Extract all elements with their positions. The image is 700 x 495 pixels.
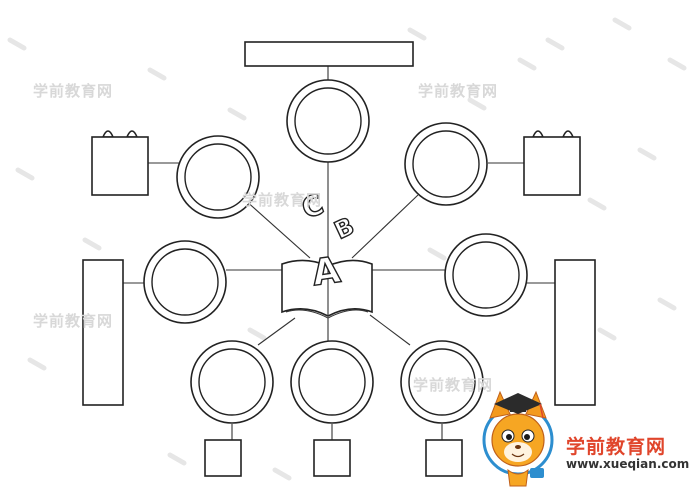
circle-node-upper-left[interactable] <box>176 135 260 219</box>
watermark-text: 学前教育网 <box>33 312 114 330</box>
background-dashes <box>7 17 687 481</box>
book-letter-b: B <box>330 212 358 245</box>
watermark-text: 学前教育网 <box>413 376 494 394</box>
brand-url: www.xueqian.com <box>566 457 690 471</box>
bottom-box-right[interactable] <box>425 439 463 477</box>
circle-node-upper-right[interactable] <box>404 122 488 206</box>
title-box[interactable] <box>244 41 414 67</box>
open-book-icon <box>281 259 373 319</box>
bottom-box-center[interactable] <box>313 439 351 477</box>
right-tall-box[interactable] <box>554 259 596 406</box>
circle-node-bottom-right[interactable] <box>400 340 484 424</box>
connector-lines <box>123 66 555 440</box>
book-letter-a: A <box>310 250 343 294</box>
right-ear-box[interactable] <box>523 130 581 196</box>
fox-graduate-icon <box>482 390 554 487</box>
circle-node-middle-right[interactable] <box>444 233 528 317</box>
circle-node-top[interactable] <box>286 79 370 163</box>
circle-node-middle-left[interactable] <box>143 240 227 324</box>
watermark-text: 学前教育网 <box>418 82 499 100</box>
left-tall-box[interactable] <box>82 259 124 406</box>
watermark-text: 学前教育网 <box>242 191 323 209</box>
watermark-text: 学前教育网 <box>33 82 114 100</box>
circle-node-bottom-center[interactable] <box>290 340 374 424</box>
bottom-box-left[interactable] <box>204 439 242 477</box>
left-ear-box[interactable] <box>91 130 149 196</box>
brand-name: 学前教育网 <box>566 436 667 458</box>
circle-node-bottom-left[interactable] <box>190 340 274 424</box>
